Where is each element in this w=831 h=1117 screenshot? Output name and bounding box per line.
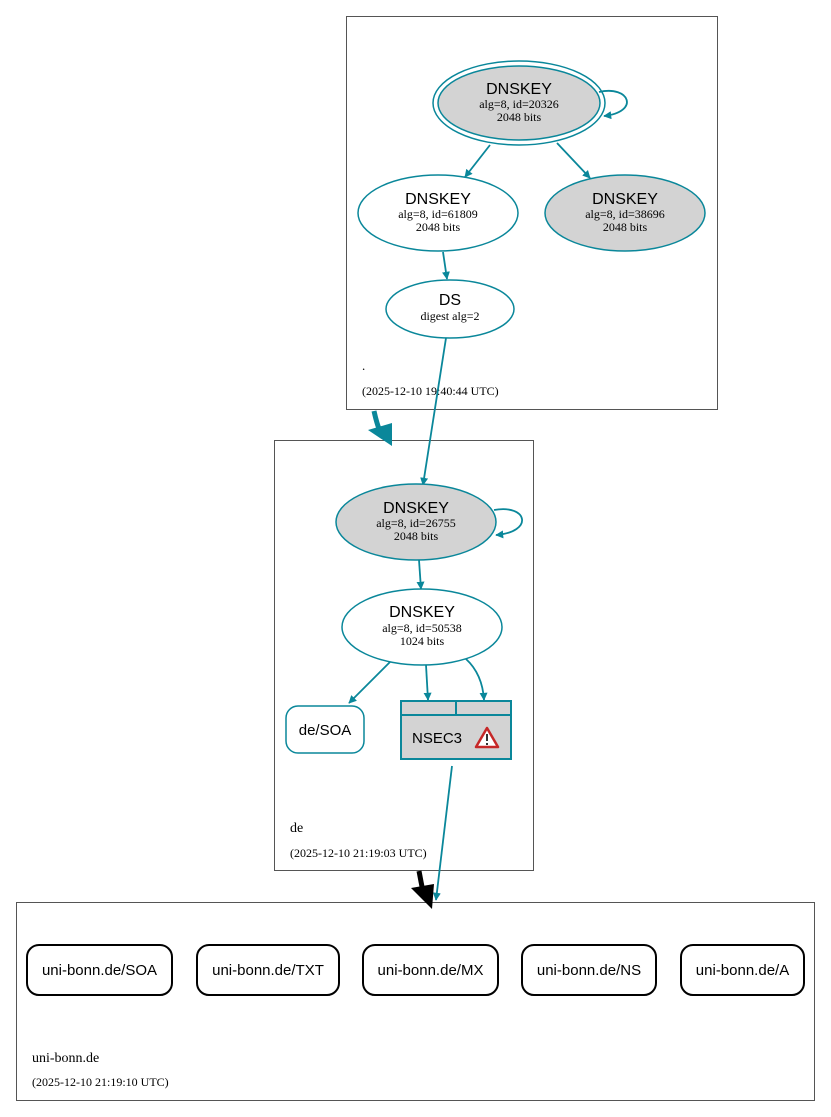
rrset-node-uni-a-shape [680, 944, 805, 996]
dnskey-node-de-zsk-title: DNSKEY [389, 604, 455, 621]
dnskey-node-root-ksk-inner [437, 65, 601, 141]
dnskey-node-de-zsk-shape [341, 588, 503, 666]
edge-root-ksk-self [598, 89, 628, 120]
rrset-node-uni-mx[interactable]: uni-bonn.de/MX [362, 944, 499, 996]
zone-uni-bonn-box [16, 902, 815, 1101]
uni-records: uni-bonn.de/SOA uni-bonn.de/TXT uni-bonn… [26, 944, 805, 996]
rrset-node-uni-txt-shape [196, 944, 340, 996]
dnskey-node-de-ksk-title: DNSKEY [383, 500, 449, 517]
edge-root-zsk1-ds [441, 251, 450, 280]
dnskey-node-root-ksk-alg: alg=8, id=20326 [479, 97, 559, 111]
dnskey-node-de-ksk-alg: alg=8, id=26755 [376, 516, 456, 530]
ds-node-root[interactable]: DS digest alg=2 [385, 279, 515, 339]
nsec3-node-de-label: NSEC3 [412, 730, 462, 747]
edge-nsec3-uni [432, 765, 453, 901]
dnskey-node-root-zsk1-title: DNSKEY [405, 191, 471, 208]
nsec3-node-de-shape [400, 700, 512, 760]
rrset-node-uni-mx-label: uni-bonn.de/MX [378, 962, 484, 979]
rrset-node-uni-soa[interactable]: uni-bonn.de/SOA [26, 944, 173, 996]
dnskey-node-root-zsk2-bits: 2048 bits [603, 220, 648, 234]
zone-de-timestamp: (2025-12-10 21:19:03 UTC) [290, 846, 427, 860]
dnskey-node-de-zsk[interactable]: DNSKEY alg=8, id=50538 1024 bits [341, 588, 503, 666]
rrset-node-de-soa[interactable]: de/SOA [285, 705, 365, 754]
rrset-node-uni-txt[interactable]: uni-bonn.de/TXT [196, 944, 340, 996]
ds-node-root-digest: digest alg=2 [420, 309, 479, 323]
edge-ds-de-ksk [420, 337, 447, 486]
zone-uni-bonn: uni-bonn.de (2025-12-10 21:19:10 UTC) [16, 902, 815, 1101]
zone-root-name: . [362, 358, 365, 373]
zone-root-timestamp: (2025-12-10 19:40:44 UTC) [362, 384, 499, 398]
edge-de-zsk-soa [348, 661, 391, 704]
delegation-root-de-head [368, 423, 392, 446]
dnskey-node-root-zsk1-bits: 2048 bits [416, 220, 461, 234]
rrset-node-uni-a[interactable]: uni-bonn.de/A [680, 944, 805, 996]
rrset-node-uni-mx-shape [362, 944, 499, 996]
dnskey-node-root-zsk1[interactable]: DNSKEY alg=8, id=61809 2048 bits [357, 174, 519, 252]
nsec3-node-de[interactable]: NSEC3 [400, 700, 512, 760]
dnskey-node-root-ksk-bits: 2048 bits [497, 110, 542, 124]
rrset-node-uni-ns[interactable]: uni-bonn.de/NS [521, 944, 657, 996]
edge-de-ksk-self [493, 508, 523, 539]
zone-de-name: de [290, 821, 303, 836]
ds-node-root-title: DS [439, 292, 461, 309]
dnskey-node-root-ksk-outer [432, 60, 606, 146]
ds-node-root-shape [385, 279, 515, 339]
dnskey-node-de-ksk-bits: 2048 bits [394, 529, 439, 543]
dnskey-node-root-zsk2-title: DNSKEY [592, 191, 658, 208]
zone-uni-bonn-timestamp: (2025-12-10 21:19:10 UTC) [32, 1075, 169, 1089]
dnskey-node-root-ksk[interactable]: DNSKEY alg=8, id=20326 2048 bits [432, 60, 606, 146]
warning-icon [474, 726, 500, 749]
rrset-node-uni-ns-label: uni-bonn.de/NS [537, 962, 641, 979]
dnskey-node-de-zsk-bits: 1024 bits [400, 634, 445, 648]
dnskey-node-root-zsk2-shape [544, 174, 706, 252]
dnskey-node-root-zsk1-alg: alg=8, id=61809 [398, 207, 478, 221]
dnskey-node-root-zsk2-alg: alg=8, id=38696 [585, 207, 665, 221]
rrset-node-uni-ns-shape [521, 944, 657, 996]
dnskey-node-root-ksk-title: DNSKEY [486, 81, 552, 98]
edges [348, 89, 628, 901]
dnskey-node-root-zsk2[interactable]: DNSKEY alg=8, id=38696 2048 bits [544, 174, 706, 252]
warning-icon-bar [486, 734, 488, 741]
edge-de-zsk-nsec3-b [465, 658, 488, 701]
rrset-node-de-soa-shape [285, 705, 365, 754]
rrset-node-uni-soa-shape [26, 944, 173, 996]
edge-de-zsk-nsec3-a [423, 664, 432, 701]
edge-de-ksk-zsk [416, 559, 425, 590]
zone-uni-bonn-name: uni-bonn.de [32, 1051, 99, 1066]
rrset-node-uni-txt-label: uni-bonn.de/TXT [212, 962, 324, 979]
dnskey-node-de-ksk-shape [335, 483, 497, 561]
dnskey-node-de-ksk[interactable]: DNSKEY alg=8, id=26755 2048 bits [335, 483, 497, 561]
dnskey-node-de-zsk-alg: alg=8, id=50538 [382, 621, 462, 635]
rrset-node-uni-soa-label: uni-bonn.de/SOA [42, 962, 157, 979]
delegation-arrows [368, 410, 434, 909]
delegation-de-uni-head [411, 884, 434, 909]
edge-root-ksk-zsk2 [556, 142, 591, 179]
dnskey-node-root-zsk1-shape [357, 174, 519, 252]
warning-icon-dot [486, 743, 488, 745]
rrset-node-uni-a-label: uni-bonn.de/A [696, 962, 789, 979]
rrset-node-de-soa-label: de/SOA [299, 722, 352, 739]
edge-root-ksk-zsk1 [464, 144, 491, 178]
